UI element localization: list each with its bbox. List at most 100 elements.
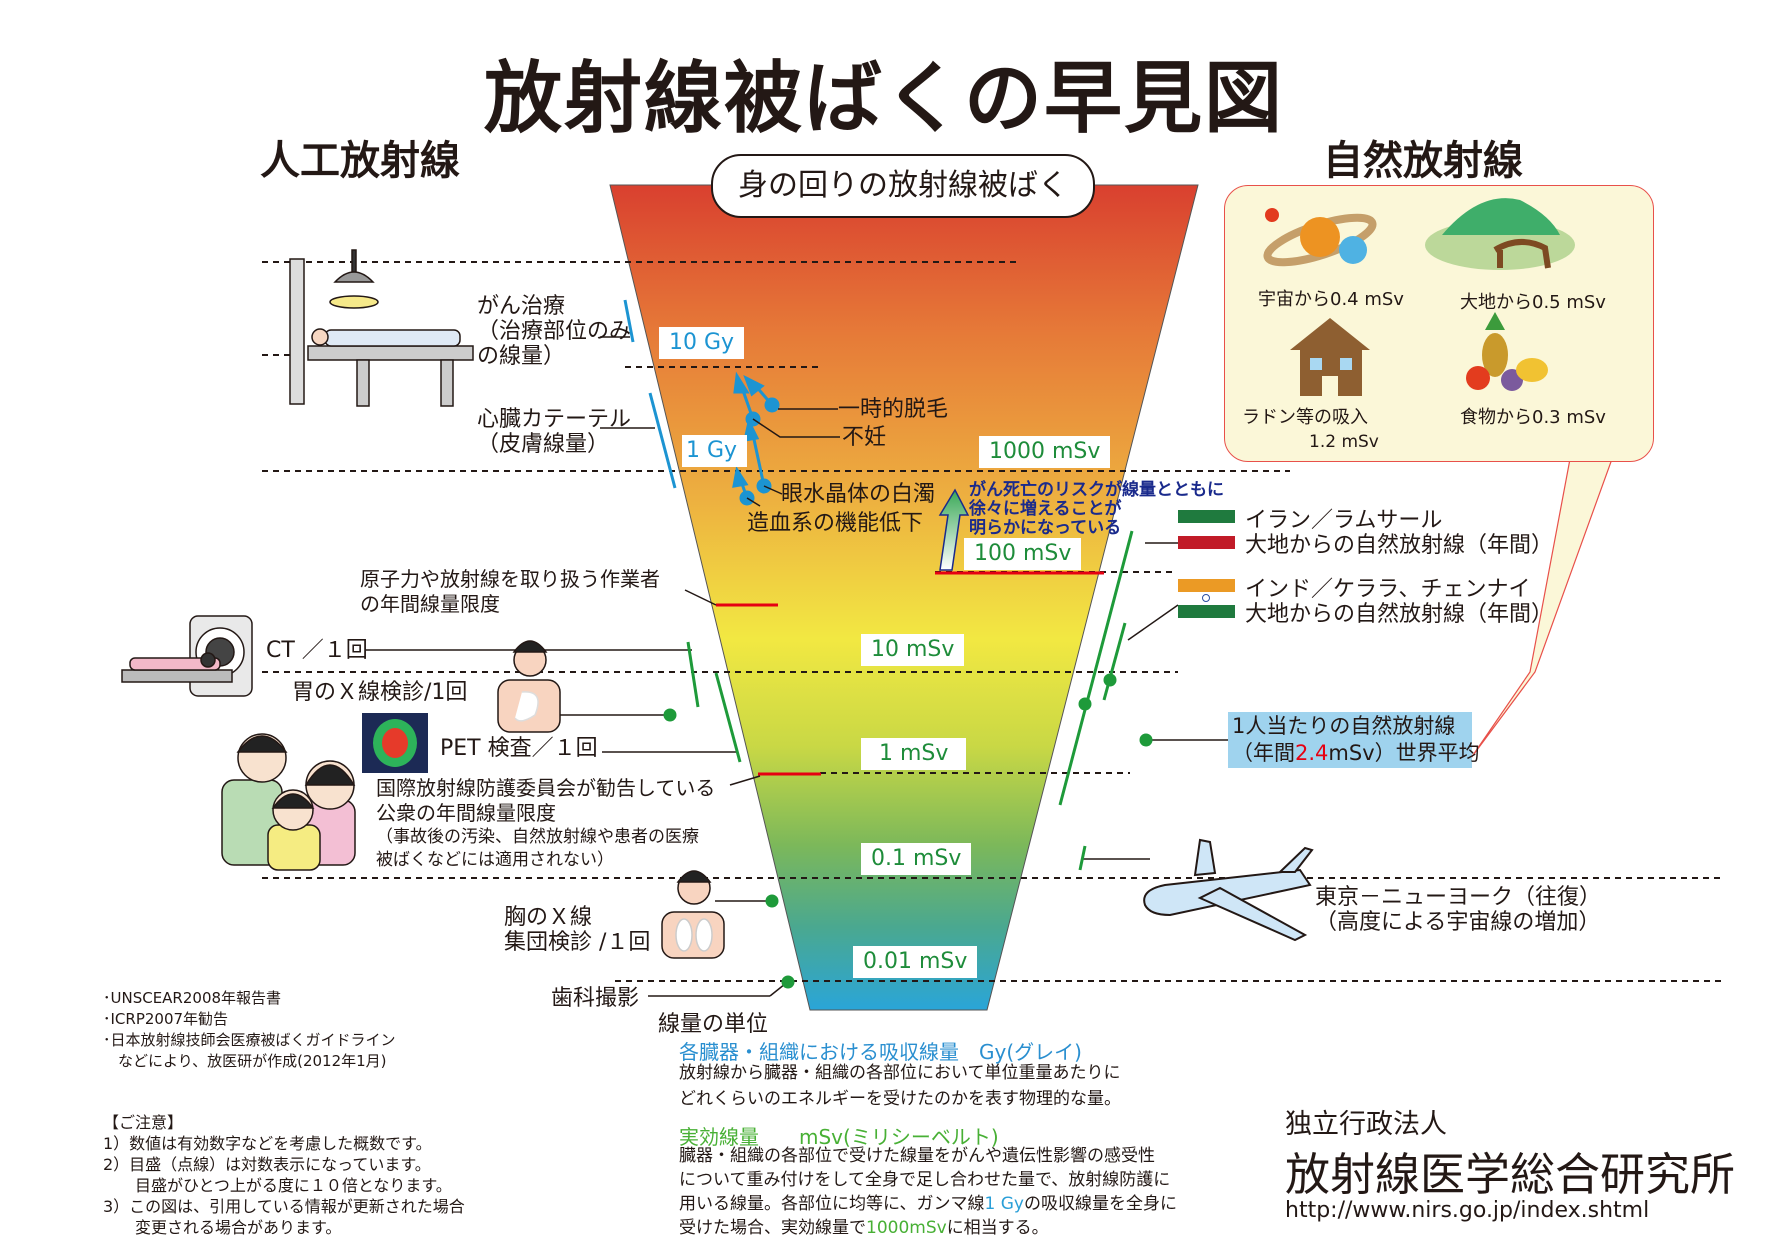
flight-label: 東京－ニューヨーク（往復） （高度による宇宙線の増加） [1315,885,1601,935]
airplane-illustration [1143,838,1314,942]
india-line1: インド／ケララ、チェンナイ [1245,577,1531,602]
world-average-prefix: （年間 [1232,741,1295,765]
chest-xray-line1: 胸のＸ線 [504,905,593,930]
radon-label: ラドン等の吸入 [1242,407,1368,428]
gy-range-brackets [623,299,677,489]
chest-xray-line2: 集団検診 /１回 [504,930,651,955]
sv-desc3-post: の吸収線量を全身に [1023,1194,1177,1214]
iran-line1: イラン／ラムサール [1245,508,1443,533]
world-average-suffix: mSv）世界平均 [1328,741,1480,765]
artificial-radiation-heading: 人工放射線 [260,138,460,184]
sv-desc-line1: 臓器・組織の各部位で受けた線量をがんや遺伝性影響の感受性 [679,1146,1155,1166]
gy-unit-heading: 各臓器・組織における吸収線量 Gy(グレイ) [679,1040,1082,1064]
note-item: 変更される場合があります。 [103,1218,342,1237]
sv-desc3-gy: 1 Gy [984,1194,1024,1214]
iran-flag [1178,510,1235,549]
gy-desc-line2: どれくらいのエネルギーを受けたのかを表す物理的な量。 [679,1089,1121,1109]
scale-10-msv: 10 mSv [861,634,965,666]
public-limit-line1: 国際放射線防護委員会が勧告している [376,776,716,800]
scale-1000-msv: 1000 mSv [979,436,1111,468]
public-limit-line2: 公衆の年間線量限度 [376,801,556,825]
cancer-treatment-line2: （治療部位のみ [477,319,632,344]
cosmic-label: 宇宙から0.4 mSv [1258,289,1404,310]
cardiac-catheter-line1: 心臓カテーテル [477,407,632,432]
patient-stomach-illustration [497,640,561,733]
gy-unit-description: 放射線から臓器・組織の各部位において単位重量あたりに どれくらいのエネルギーを受… [679,1060,1121,1112]
sv-unit-description: 臓器・組織の各部位で受けた線量をがんや遺伝性影響の感受性 について重み付けをして… [679,1144,1177,1240]
worker-limit-line1: 原子力や放射線を取り扱う作業者 [360,567,660,591]
sv-unit-heading: 実効線量 mSv(ミリシーベルト) [679,1125,999,1149]
source-item: などにより、放医研が作成(2012年1月) [103,1052,387,1070]
worker-limit-line2: の年間線量限度 [360,592,500,616]
natural-radiation-heading: 自然放射線 [1323,138,1523,184]
cancer-treatment-line1: がん治療 [477,294,566,319]
cancer-risk-line1: がん死亡のリスクが線量とともに [969,480,1224,500]
scale-1-msv: 1 mSv [861,738,967,770]
iran-label: イラン／ラムサール 大地からの自然放射線（年間） [1245,508,1553,558]
ct-label: CT ／１回 [266,638,368,663]
cardiac-catheter-line2: （皮膚線量） [477,432,610,457]
notes: 【ご注意】 1）数値は有効数字などを考慮した概数です。 2）目盛（点線）は対数表… [103,1112,465,1238]
world-average-box: 1人当たりの自然放射線 （年間2.4mSv）世界平均 [1228,712,1480,768]
cataract-label: 眼水晶体の白濁 [781,482,936,507]
source-item: ･UNSCEAR2008年報告書 [103,989,282,1007]
chest-xray-label: 胸のＸ線 集団検診 /１回 [504,905,650,955]
institute-name: 放射線医学総合研究所 [1285,1148,1736,1201]
dose-limit-lines [716,571,1104,776]
sources-list: ･UNSCEAR2008年報告書 ･ICRP2007年勧告 ･日本放射線技師会医… [103,988,396,1072]
scale-0-01-msv: 0.01 mSv [853,946,978,978]
dental-label: 歯科撮影 [551,986,640,1011]
sv-desc4-value: 1000mSv [866,1218,947,1238]
ct-scanner-illustration [121,615,253,697]
india-line2: 大地からの自然放射線（年間） [1245,602,1554,627]
flight-line1: 東京－ニューヨーク（往復） [1315,885,1602,910]
pet-label: PET 検査／１回 [440,736,598,761]
note-item: 2）目盛（点線）は対数表示になっています。 [103,1155,431,1174]
sv-desc4-post: に相当する。 [946,1218,1049,1238]
radon-value: 1.2 mSv [1309,432,1379,452]
world-average-line1: 1人当たりの自然放射線 [1232,714,1456,738]
radiotherapy-illustration [289,249,474,407]
scale-10-gy: 10 Gy [659,327,745,359]
gy-desc-line1: 放射線から臓器・組織の各部位において単位重量あたりに [679,1063,1121,1083]
public-limit-note2: 被ばくなどには適用されない） [376,850,614,870]
sv-desc4-pre: 受けた場合、実効線量で [679,1218,866,1238]
cancer-risk-line2: 徐々に増えることが [969,499,1122,519]
institute-type: 独立行政法人 [1285,1109,1447,1140]
patient-chest-illustration [661,870,725,959]
worker-limit-label: 原子力や放射線を取り扱う作業者 の年間線量限度 [360,567,660,617]
cancer-risk-line3: 明らかになっている [969,518,1122,538]
note-item: 目盛がひとつ上がる度に１０倍となります。 [103,1176,452,1195]
iran-line2: 大地からの自然放射線（年間） [1245,533,1554,558]
note-item: 1）数値は有効数字などを考慮した概数です。 [103,1134,432,1153]
page-title: 放射線被ばくの早見図 [483,54,1284,144]
cancer-risk-arrow [938,488,970,571]
flight-line2: （高度による宇宙線の増加） [1315,910,1601,935]
hair-loss-label: 一時的脱毛 [838,397,949,422]
hematopoietic-label: 造血系の機能低下 [747,511,924,536]
public-limit-note1: （事故後の汚染、自然放射線や患者の医療 [376,827,699,847]
note-item: 3）この図は、引用している情報が更新された場合 [103,1197,465,1216]
institute-url[interactable]: http://www.nirs.go.jp/index.shtml [1285,1198,1650,1223]
leader-lines [365,336,1228,997]
sv-desc3-pre: 用いる線量。各部位に均等に、ガンマ線 [679,1194,985,1214]
scale-0-1-msv: 0.1 mSv [861,843,972,875]
cardiac-catheter-label: 心臓カテーテル （皮膚線量） [477,407,631,457]
notes-heading: 【ご注意】 [103,1113,184,1132]
units-heading: 線量の単位 [658,1012,769,1037]
cancer-risk-label: がん死亡のリスクが線量とともに 徐々に増えることが 明らかになっている [969,481,1224,538]
sv-desc-line3: 用いる線量。各部位に均等に、ガンマ線1 Gyの吸収線量を全身に [679,1192,1177,1216]
effect-arrows [732,371,780,506]
msv-range-markers [663,530,1153,989]
everyday-exposure-label: 身の回りの放射線被ばく [711,154,1095,218]
world-average-line2: （年間2.4mSv）世界平均 [1232,740,1480,767]
log-scale-gridlines [262,261,1722,982]
sv-desc-line4: 受けた場合、実効線量で1000mSvに相当する。 [679,1216,1177,1240]
sv-desc-line2: について重み付けをして全身で足し合わせた量で、放射線防護に [679,1170,1171,1190]
world-average-value: 2.4 [1295,741,1329,765]
public-limit-label: 国際放射線防護委員会が勧告している 公衆の年間線量限度 （事故後の汚染、自然放射… [376,776,715,872]
sterility-label: 不妊 [842,425,887,450]
food-label: 食物から0.3 mSv [1460,407,1606,428]
scale-100-msv: 100 mSv [964,538,1082,570]
